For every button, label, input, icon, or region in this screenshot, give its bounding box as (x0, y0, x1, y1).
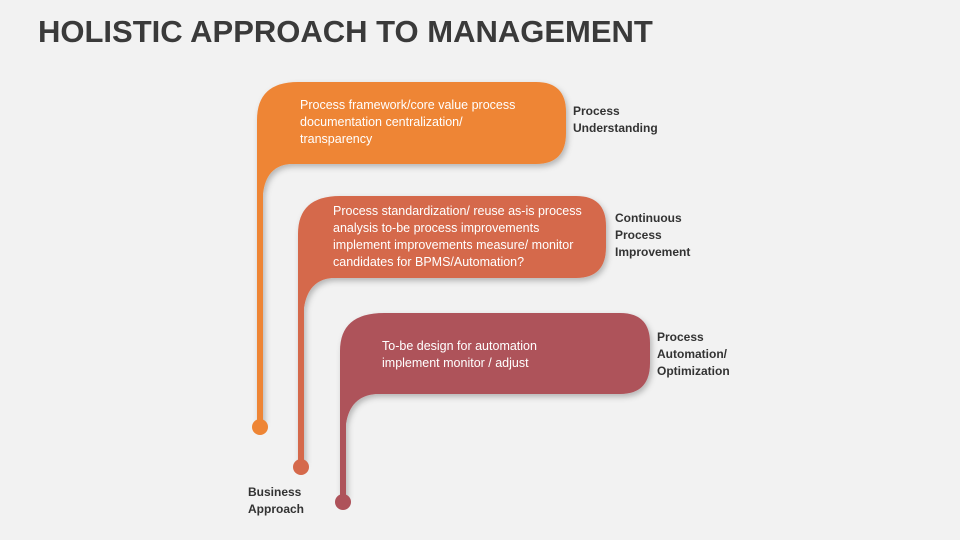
step-2-label-line-3: Improvement (615, 245, 691, 259)
step-2-line-2: analysis to-be process improvements (333, 221, 540, 235)
step-3-label: Process Automation/ Optimization (657, 329, 730, 380)
step-1-line-3: transparency (300, 132, 373, 146)
step-2-shape (293, 196, 606, 475)
step-3-description: To-be design for automation implement mo… (382, 338, 537, 372)
step-1-callout (257, 82, 566, 423)
step-2-line-3: implement improvements measure/ monitor (333, 238, 574, 252)
base-label-line-2: Approach (248, 502, 305, 516)
step-2-line-1: Process standardization/ reuse as-is pro… (333, 204, 582, 218)
step-3-endpoint-dot (335, 494, 351, 510)
business-approach-label: Business Approach (248, 484, 304, 518)
step-3-shape (335, 313, 650, 510)
step-1-line-2: documentation centralization/ (300, 115, 463, 129)
step-2-line-4: candidates for BPMS/Automation? (333, 255, 525, 269)
step-3-callout (340, 313, 650, 498)
step-2-description: Process standardization/ reuse as-is pro… (333, 203, 582, 271)
step-1-description: Process framework/core value process doc… (300, 97, 515, 148)
step-2-endpoint-dot (293, 459, 309, 475)
step-1-label-line-2: Understanding (573, 121, 658, 135)
step-1-line-1: Process framework/core value process (300, 98, 516, 112)
step-2-callout (298, 196, 606, 463)
step-3-line-1: To-be design for automation (382, 339, 537, 353)
step-2-label-line-2: Process (615, 228, 662, 242)
step-1-endpoint-dot (252, 419, 268, 435)
base-label-line-1: Business (248, 485, 302, 499)
step-3-label-line-1: Process (657, 330, 704, 344)
step-1-shape (252, 82, 566, 435)
step-3-line-2: implement monitor / adjust (382, 356, 529, 370)
step-2-label-line-1: Continuous (615, 211, 682, 225)
page-title: HOLISTIC APPROACH TO MANAGEMENT (38, 14, 653, 49)
step-3-label-line-2: Automation/ (657, 347, 727, 361)
step-3-label-line-3: Optimization (657, 364, 730, 378)
step-1-label-line-1: Process (573, 104, 620, 118)
step-2-label: Continuous Process Improvement (615, 210, 690, 261)
step-1-label: Process Understanding (573, 103, 658, 137)
